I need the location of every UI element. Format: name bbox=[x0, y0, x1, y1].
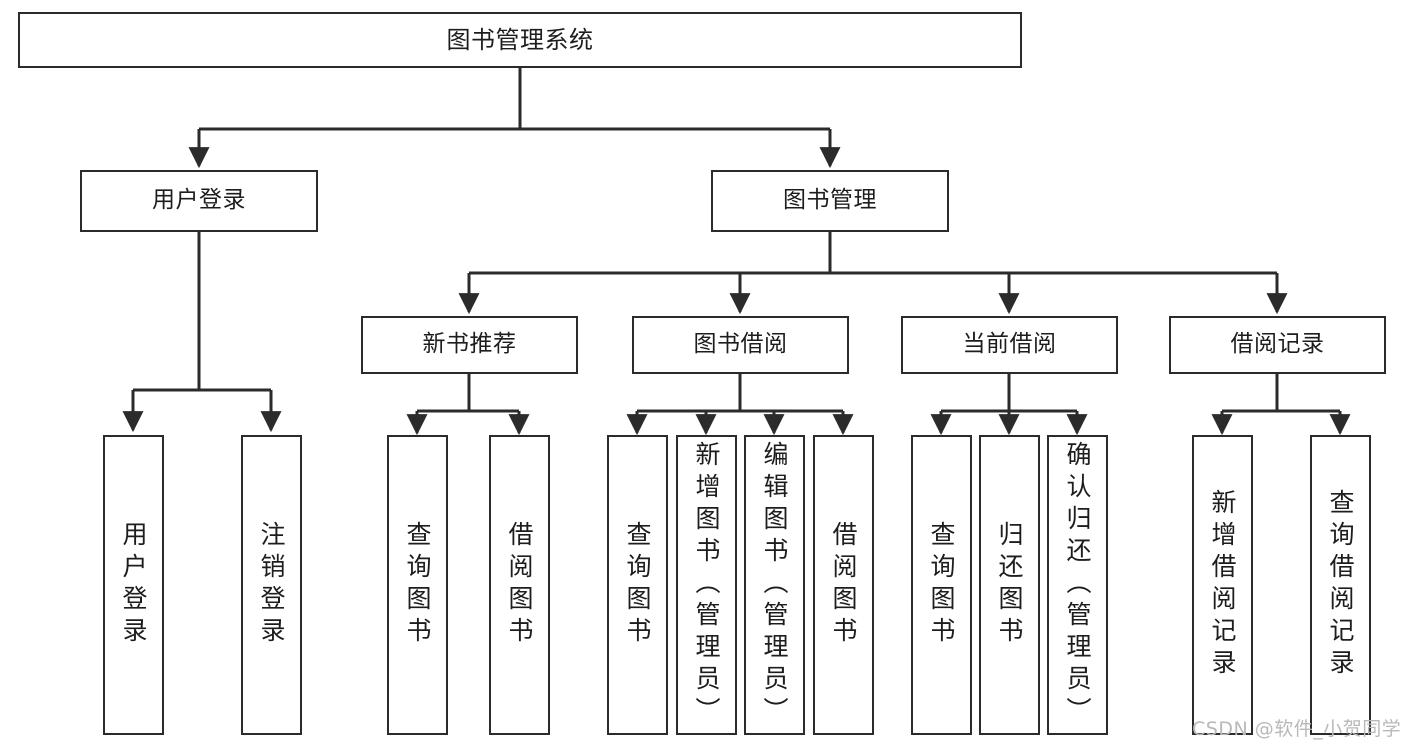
node-label: 归还图书 bbox=[995, 521, 1024, 649]
node-leaf-confirm-return-admin[interactable]: 确认归还（管理员） bbox=[1047, 435, 1108, 735]
node-label: 用户登录 bbox=[152, 187, 246, 214]
node-label: 查询借阅记录 bbox=[1326, 489, 1355, 681]
node-leaf-query-books-recommend[interactable]: 查询图书 bbox=[387, 435, 448, 735]
watermark: CSDN @软件_小贺同学 bbox=[1192, 718, 1402, 740]
node-root-book-management-system[interactable]: 图书管理系统 bbox=[18, 12, 1022, 68]
node-leaf-return-books[interactable]: 归还图书 bbox=[979, 435, 1040, 735]
node-label: 查询图书 bbox=[623, 521, 652, 649]
node-label: 图书借阅 bbox=[693, 331, 788, 358]
node-label: 新书推荐 bbox=[422, 331, 517, 358]
node-label: 图书管理 bbox=[783, 187, 877, 214]
node-new-book-recommendation[interactable]: 新书推荐 bbox=[361, 316, 578, 374]
node-label: 用户登录 bbox=[119, 521, 148, 649]
node-leaf-user-login[interactable]: 用户登录 bbox=[103, 435, 164, 735]
node-leaf-query-books-borrow[interactable]: 查询图书 bbox=[607, 435, 668, 735]
node-label: 当前借阅 bbox=[962, 331, 1057, 358]
node-label: 新增借阅记录 bbox=[1208, 489, 1237, 681]
node-label: 查询图书 bbox=[403, 521, 432, 649]
node-leaf-borrow-books[interactable]: 借阅图书 bbox=[813, 435, 874, 735]
node-label: 图书管理系统 bbox=[446, 25, 594, 54]
node-current-borrowing[interactable]: 当前借阅 bbox=[901, 316, 1118, 374]
node-leaf-query-books-current[interactable]: 查询图书 bbox=[911, 435, 972, 735]
node-leaf-logout[interactable]: 注销登录 bbox=[241, 435, 302, 735]
node-label: 借阅图书 bbox=[829, 521, 858, 649]
node-label: 查询图书 bbox=[927, 521, 956, 649]
node-label: 确认归还（管理员） bbox=[1063, 441, 1092, 729]
node-leaf-query-borrow-record[interactable]: 查询借阅记录 bbox=[1310, 435, 1371, 735]
node-label: 借阅图书 bbox=[505, 521, 534, 649]
node-user-login[interactable]: 用户登录 bbox=[80, 170, 318, 232]
node-leaf-add-book-admin[interactable]: 新增图书（管理员） bbox=[676, 435, 737, 735]
node-book-borrowing[interactable]: 图书借阅 bbox=[632, 316, 849, 374]
node-borrow-records[interactable]: 借阅记录 bbox=[1169, 316, 1386, 374]
node-label: 编辑图书（管理员） bbox=[760, 441, 789, 729]
node-leaf-edit-book-admin[interactable]: 编辑图书（管理员） bbox=[744, 435, 805, 735]
node-leaf-borrow-books-recommend[interactable]: 借阅图书 bbox=[489, 435, 550, 735]
node-label: 新增图书（管理员） bbox=[692, 441, 721, 729]
node-leaf-add-borrow-record[interactable]: 新增借阅记录 bbox=[1192, 435, 1253, 735]
node-label: 注销登录 bbox=[257, 521, 286, 649]
node-label: 借阅记录 bbox=[1230, 331, 1325, 358]
node-book-management[interactable]: 图书管理 bbox=[711, 170, 949, 232]
